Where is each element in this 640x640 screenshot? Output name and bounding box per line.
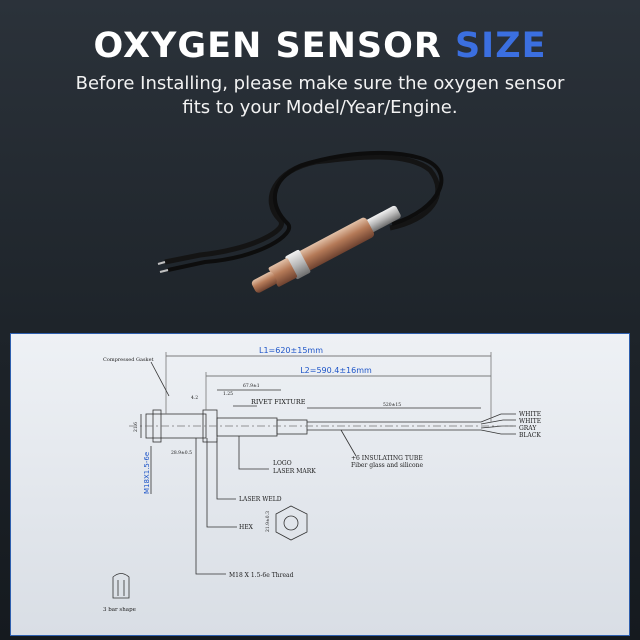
hex-label: HEX [239, 524, 254, 531]
compressed-gasket-label: Compressed Gasket [103, 357, 154, 363]
subtitle-line-1: Before Installing, please make sure the … [75, 73, 565, 94]
insulating-tube-label: +6 INSULATING TUBE [351, 455, 423, 462]
dim-67: 67.9±1 [243, 383, 260, 389]
dim-hex: 21.9±0.3 [265, 511, 271, 532]
technical-drawing: L1=620±15mm L2=590.4±16mm Compressed Gas… [10, 333, 630, 636]
logo-label: LOGO [273, 460, 292, 467]
dim-21-6: 21.6 [133, 422, 139, 432]
title-accent: SIZE [454, 26, 547, 66]
laser-mark-label: LASER MARK [273, 468, 316, 475]
l2-dimension: L2=590.4±16mm [300, 366, 372, 375]
rivet-fixture-label: RIVET FIXTURE [251, 398, 306, 406]
wire-label-white-1: WHITE [519, 411, 541, 418]
sensor-body [216, 417, 278, 437]
wire-label-white-2: WHITE [519, 418, 541, 425]
dim-1-25: 1.25 [223, 391, 233, 397]
three-bar-shape-label: 3 bar shape [103, 607, 136, 613]
l1-dimension: L1=620±15mm [259, 346, 323, 355]
dim-520: 520±15 [383, 402, 401, 408]
dim-28-9: 28.9±0.5 [171, 450, 192, 456]
wire-label-gray: GRAY [519, 425, 537, 432]
subtitle-line-2: fits to your Model/Year/Engine. [182, 97, 458, 118]
title-main: OXYGEN SENSOR [93, 26, 442, 66]
rivet-sleeve [276, 419, 308, 435]
thread-label: M18 X 1.5-6e Thread [229, 572, 294, 579]
laser-weld-label: LASER WELD [239, 496, 282, 503]
thread-side-label: M18X1.5-6e [143, 452, 151, 494]
page-title: OXYGEN SENSOR SIZE [0, 26, 640, 66]
page-subtitle: Before Installing, please make sure the … [40, 72, 600, 120]
fiber-glass-label: Fiber glass and silicone [351, 462, 424, 469]
oxygen-sensor-photo [157, 150, 444, 293]
dim-4-2: 4.2 [191, 395, 198, 401]
wire-label-black: BLACK [519, 432, 541, 439]
